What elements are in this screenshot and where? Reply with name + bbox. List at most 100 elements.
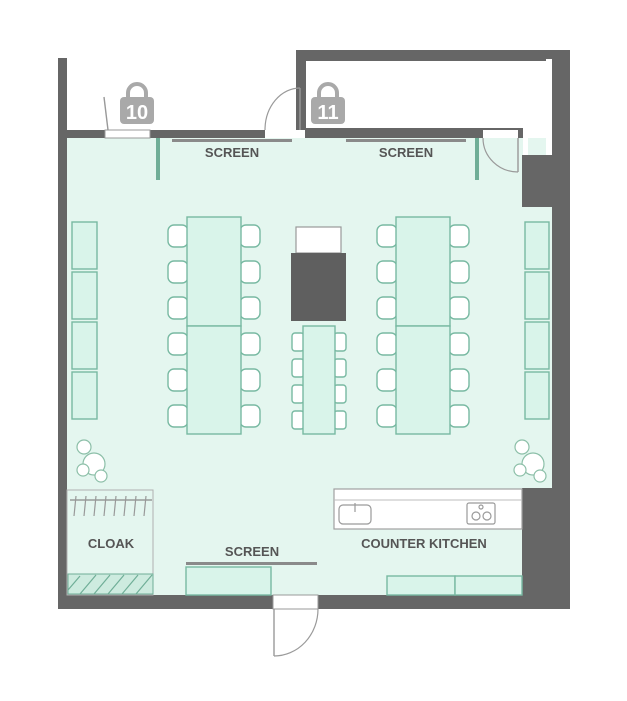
table — [395, 216, 451, 327]
wall-corridor-left — [296, 50, 306, 138]
counter-kitchen: COUNTER KITCHEN — [333, 488, 523, 596]
hanger — [143, 495, 147, 517]
corridor — [306, 59, 552, 130]
chair — [167, 332, 189, 356]
hanger — [83, 495, 87, 517]
hanger — [133, 495, 137, 517]
wall-bottom-left — [58, 595, 273, 609]
lock-body-10 — [120, 97, 154, 124]
leaf — [94, 469, 108, 483]
sofa-right-3 — [524, 321, 550, 370]
stove-icon — [466, 502, 496, 525]
wall-top-c — [305, 130, 483, 138]
screen-bar-tl — [172, 139, 292, 142]
burner-icon — [482, 511, 492, 521]
wall-top-a — [67, 130, 105, 138]
hatch — [107, 574, 125, 595]
sofa-left-1 — [71, 221, 98, 270]
lock-number-10: 10 — [126, 102, 148, 124]
screen-bar-tr — [346, 139, 466, 142]
kitchen-cabinet — [454, 575, 523, 596]
table-group-right — [376, 216, 470, 435]
hatch — [135, 574, 153, 595]
screen-top-right-label: SCREEN — [379, 145, 433, 160]
wall-left — [58, 58, 67, 609]
chair — [333, 410, 347, 430]
screen-bar-bottom — [186, 562, 317, 565]
chair — [376, 332, 398, 356]
hanger — [93, 495, 97, 517]
wall-right-notch — [522, 155, 552, 207]
leaf — [513, 463, 527, 477]
sofa-left — [71, 221, 98, 420]
table-group-left — [167, 216, 261, 435]
kitchen-counter — [333, 488, 523, 530]
table — [395, 325, 451, 435]
hatch — [93, 574, 111, 595]
door-top-left[interactable] — [103, 96, 151, 139]
chair — [376, 224, 398, 248]
table — [302, 325, 336, 435]
door-leaf-tl — [104, 129, 151, 139]
chair — [376, 404, 398, 428]
hanger — [103, 495, 107, 517]
door-swing-tl — [103, 96, 109, 131]
shelf-hatch — [67, 574, 153, 595]
sofa-left-4 — [71, 371, 98, 420]
door-arc-b — [273, 608, 319, 657]
center-group — [291, 226, 347, 435]
door-top-middle[interactable] — [264, 87, 305, 138]
leaf — [514, 439, 530, 455]
equipment-block — [291, 253, 346, 321]
lock-badge-10: 10 — [120, 82, 154, 124]
leaf — [76, 439, 92, 455]
lock-body-11 — [311, 97, 345, 124]
kitchen-cabinet — [386, 575, 456, 596]
chair — [167, 224, 189, 248]
chair — [239, 224, 261, 248]
table — [186, 325, 242, 435]
lock-shackle-11 — [317, 82, 339, 100]
lock-number-11: 11 — [317, 102, 338, 124]
chair — [448, 224, 470, 248]
leaf — [533, 469, 547, 483]
wall-corridor-top — [296, 50, 570, 59]
wall-top-d — [518, 130, 523, 138]
burner-icon — [478, 504, 484, 510]
chair — [167, 260, 189, 284]
hanger — [113, 495, 117, 517]
door-bottom[interactable] — [272, 594, 319, 657]
door-gap-tm — [265, 130, 305, 138]
podium — [295, 226, 342, 254]
chair — [448, 332, 470, 356]
chair — [376, 368, 398, 392]
chair — [239, 296, 261, 320]
cloak-shelf — [67, 573, 154, 595]
lock-shackle-10 — [126, 82, 148, 100]
chair — [333, 358, 347, 378]
corridor-gap — [546, 59, 552, 155]
cloak-area: CLOAK — [66, 489, 154, 596]
wall-right — [552, 155, 570, 488]
chair — [239, 260, 261, 284]
chair — [167, 368, 189, 392]
chair — [167, 296, 189, 320]
hangers — [73, 495, 147, 517]
sofa-right — [524, 221, 550, 420]
chair — [291, 332, 305, 352]
door-top-right[interactable] — [482, 130, 519, 173]
door-gap-b — [272, 594, 319, 610]
door-gap-tr — [483, 130, 518, 138]
table — [186, 216, 242, 327]
chair — [376, 260, 398, 284]
corridor-edge — [523, 59, 528, 155]
partition-right — [475, 138, 479, 180]
screen-top-left: SCREEN — [172, 139, 292, 160]
leaf — [76, 463, 90, 477]
chair — [291, 358, 305, 378]
partition-left — [156, 138, 160, 180]
door-arc-tm — [264, 87, 301, 131]
screen-top-left-label: SCREEN — [205, 145, 259, 160]
hatch — [67, 575, 81, 591]
sofa-right-4 — [524, 371, 550, 420]
